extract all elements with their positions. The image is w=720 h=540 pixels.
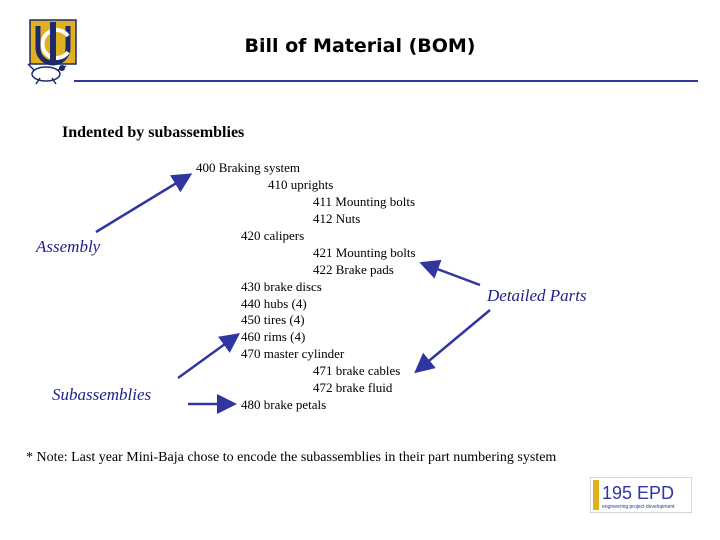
arrow-detailed-parts-upper [419,259,481,287]
arrow-detailed-parts-lower [414,309,491,374]
bom-line: 440 hubs (4) [241,296,307,311]
bom-line: 460 rims (4) [241,329,306,344]
epd-badge-text: 195 EPD [602,483,674,503]
bom-line: 470 master cylinder [241,346,345,361]
footnote: * Note: Last year Mini-Baja chose to enc… [26,450,557,465]
bom-line: 471 brake cables [313,363,401,378]
bom-line: 400 Braking system [196,160,300,175]
epd-badge-tagline: engineering project development [602,504,675,510]
assembly-label: Assembly [36,237,101,256]
bom-line: 472 brake fluid [313,380,393,395]
detailed-parts-label: Detailed Parts [487,286,587,305]
bom-line: 411 Mounting bolts [313,194,416,209]
epd-badge: 195 EPD engineering project development [590,477,692,513]
subassemblies-label: Subassemblies [52,385,152,404]
slide-title: Bill of Material (BOM) [244,35,476,57]
bom-line: 422 Brake pads [313,262,394,277]
title-rule [74,80,698,82]
uci-logo [27,19,77,85]
bom-line: 421 Mounting bolts [313,245,416,260]
arrow-subassemblies-diagonal [177,333,241,380]
arrow-assembly [95,173,193,234]
bom-line: 430 brake discs [241,279,322,294]
subtitle: Indented by subassemblies [62,124,245,141]
bom-line: 420 calipers [241,228,305,243]
bom-line: 450 tires (4) [241,312,305,327]
bom-line: 410 uprights [268,177,334,192]
bom-line: 480 brake petals [241,397,327,412]
bom-line: 412 Nuts [313,211,361,226]
